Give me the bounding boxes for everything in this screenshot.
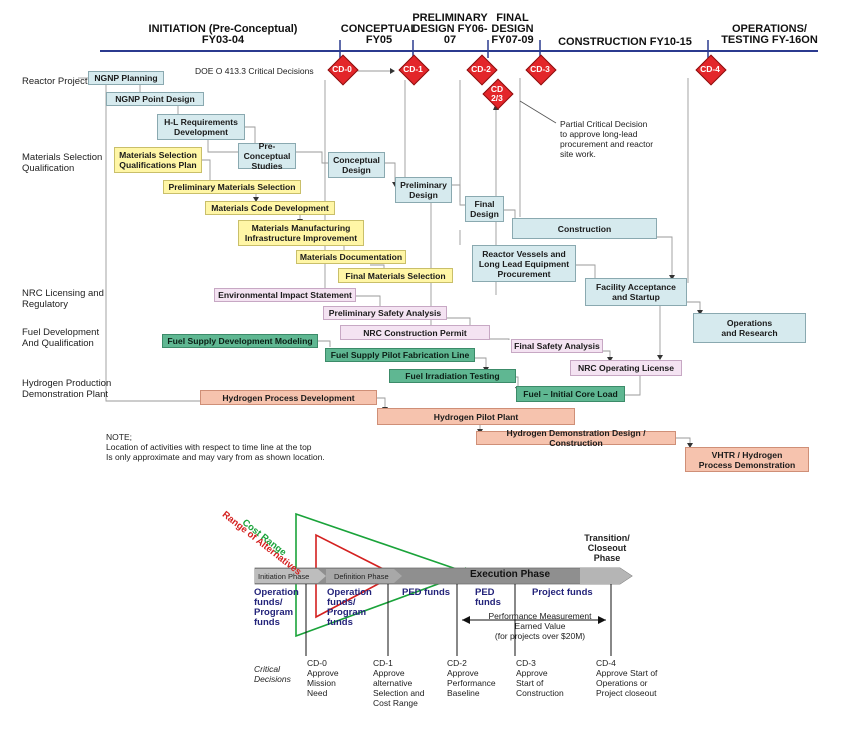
phase-construction: CONSTRUCTION FY10-15 [558,36,692,48]
ped-funds-2: PED funds [475,587,501,608]
activity-vhtr-demo: VHTR / Hydrogen Process Demonstration [685,447,809,472]
transition-phase-label: Transition/ Closeout Phase [584,533,630,563]
decision-cd2: CD-2 Approve Performance Baseline [447,658,496,698]
decision-cd4: CD-4 Approve Start of Operations or Proj… [596,658,658,698]
initiation-phase-label: Initiation Phase [258,572,310,581]
phase-bar [254,567,633,585]
activity-construction: Construction [512,218,657,239]
phase-initiation: INITIATION (Pre-Conceptual) FY03-04 [148,23,298,46]
critical-decisions-label: Critical Decisions [254,664,291,684]
activity-hydrogen-process: Hydrogen Process Development [200,390,377,405]
activity-final-materials: Final Materials Selection [338,268,453,283]
phase-preliminary: PRELIMINARY DESIGN FY06-07 [412,12,488,46]
partial-cd-note: Partial Critical Decision to approve lon… [560,119,654,159]
cd23-label: CD 2/3 [490,84,504,103]
category-reactor: Reactor Project [22,76,88,87]
activity-environmental-impact: Environmental Impact Statement [214,288,356,302]
activity-final-safety: Final Safety Analysis [511,339,603,353]
activity-hydrogen-pilot: Hydrogen Pilot Plant [377,408,575,425]
cd1-label: CD-1 [403,64,423,74]
activity-preliminary-materials: Preliminary Materials Selection [163,180,301,194]
decision-cd1: CD-1 Approve alternative Selection and C… [373,658,425,708]
cd3-label: CD-3 [530,64,550,74]
phase-operations: OPERATIONS/ TESTING FY-16ON [721,23,818,46]
activity-ngnp-point-design: NGNP Point Design [106,92,204,106]
activity-hydrogen-demo: Hydrogen Demonstration Design / Construc… [476,428,676,448]
activity-materials-code: Materials Code Development [205,201,335,215]
activity-nrc-construction: NRC Construction Permit [340,325,490,340]
operation-funds-1: Operation funds/ Program funds [254,587,299,628]
activity-fuel-core-load: Fuel – Initial Core Load [516,386,625,402]
activity-facility-acceptance: Facility Acceptance and Startup [585,278,687,306]
activity-nrc-operating: NRC Operating License [570,360,682,376]
activity-preliminary-design: Preliminary Design [395,177,452,203]
activity-hl-requirements: H-L Requirements Development [157,114,245,140]
category-materials: Materials Selection Qualification [22,152,103,174]
category-fuel: Fuel Development And Qualification [22,327,100,349]
activity-fuel-pilot-line: Fuel Supply Pilot Fabrication Line [325,348,475,362]
cd4-label: CD-4 [700,64,720,74]
cd2-label: CD-2 [471,64,491,74]
activity-ngnp-planning: NGNP Planning [88,71,164,85]
activity-materials-manufacturing: Materials Manufacturing Infrastructure I… [238,220,364,246]
category-nrc: NRC Licensing and Regulatory [22,288,104,310]
range-of-alternatives-label: Range of Alternatives [219,509,304,578]
activity-final-design: Final Design [465,196,504,222]
activity-materials-documentation: Materials Documentation [296,250,406,264]
decision-cd3: CD-3 Approve Start of Construction [516,658,564,698]
doe-label: DOE O 413.3 Critical Decisions [195,66,314,76]
ped-funds-1: PED funds [402,587,451,598]
project-funds: Project funds [532,587,593,598]
activity-preliminary-safety: Preliminary Safety Analysis [323,306,447,320]
execution-phase-label: Execution Phase [470,569,551,580]
activity-conceptual-design: Conceptual Design [328,152,385,178]
activity-reactor-vessels: Reactor Vessels and Long Lead Equipment … [472,245,576,282]
phase-final: FINAL DESIGN FY07-09 [491,12,534,46]
phase-conceptual: CONCEPTUAL FY05 [340,23,418,46]
activity-fuel-irradiation: Fuel Irradiation Testing [389,369,516,383]
activity-materials-selection-plan: Materials Selection Qualifications Plan [114,147,202,173]
performance-measurement: Performance Measurement Earned Value (fo… [488,611,592,641]
decision-cd0: CD-0 Approve Mission Need [307,658,339,698]
activity-fuel-supply-dev: Fuel Supply Development Modeling [162,334,318,348]
activity-operations-research: Operations and Research [693,313,806,343]
activity-pre-conceptual: Pre-Conceptual Studies [238,141,296,171]
cd0-label: CD-0 [332,64,352,74]
definition-phase-label: Definition Phase [334,572,389,581]
operation-funds-2: Operation funds/ Program funds [327,587,372,628]
category-hydrogen: Hydrogen Production Demonstration Plant [22,378,112,400]
location-note: NOTE; Location of activities with respec… [106,432,325,462]
